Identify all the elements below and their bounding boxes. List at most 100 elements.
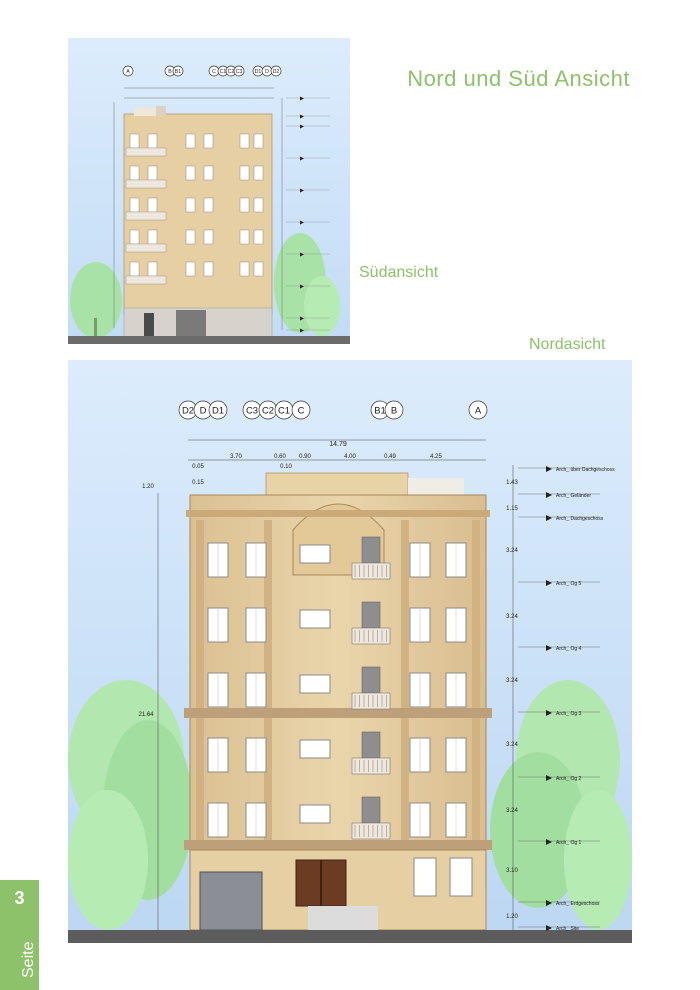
grid-axis-label: D xyxy=(265,69,269,75)
balcony-railing xyxy=(351,757,391,775)
grid-axis-label: B xyxy=(168,69,172,75)
window xyxy=(147,197,158,213)
level-label: Arch_ Og 4 xyxy=(556,646,582,652)
north-elevation-label: Nordasicht xyxy=(529,336,606,353)
dimension-value: 3.24 xyxy=(506,678,518,684)
balcony-railing xyxy=(351,627,391,645)
level-marker-icon xyxy=(300,284,304,289)
dimension-total: 14.79 xyxy=(329,441,347,448)
balcony-door xyxy=(361,601,381,629)
window xyxy=(147,229,158,245)
level-marker-icon xyxy=(546,466,552,472)
balcony-railing xyxy=(125,179,167,189)
dimension-value: 3.24 xyxy=(506,742,518,748)
south-window-grid xyxy=(125,133,264,285)
dimension-value: 1.43 xyxy=(506,480,518,486)
level-label: Arch_ über Dachgeschoss xyxy=(556,467,615,473)
grid-axis-bubble xyxy=(233,65,245,77)
window xyxy=(239,197,250,213)
page-number: 3 xyxy=(14,888,25,908)
window xyxy=(203,165,214,181)
window xyxy=(203,133,214,149)
dimension-value: 3.24 xyxy=(506,548,518,554)
level-marker-icon xyxy=(300,114,304,119)
window xyxy=(239,229,250,245)
dimension-value: 0.60 xyxy=(274,454,286,460)
page-number-tab: 3 Seite xyxy=(0,880,39,990)
window xyxy=(253,165,264,181)
window xyxy=(185,165,196,181)
balcony-railing xyxy=(351,822,391,840)
window xyxy=(203,197,214,213)
dimension-value: 4.25 xyxy=(430,454,442,460)
level-marker-icon xyxy=(300,252,304,257)
tree-icon xyxy=(490,680,632,930)
window xyxy=(147,165,158,181)
balcony-railing xyxy=(351,562,391,580)
dimension-value: 1.20 xyxy=(506,914,518,920)
dimension-value: 21.64 xyxy=(138,712,154,718)
level-marker-icon xyxy=(546,839,552,845)
dimension-value: 3.24 xyxy=(506,808,518,814)
dimension-value: 1.15 xyxy=(506,506,518,512)
window xyxy=(299,544,331,564)
window xyxy=(299,739,331,759)
dimension-value: 4.00 xyxy=(344,454,356,460)
level-marker-icon xyxy=(546,580,552,586)
grid-axis-label: C xyxy=(298,405,305,416)
balcony-door xyxy=(361,666,381,694)
balcony-door xyxy=(361,731,381,759)
window xyxy=(203,229,214,245)
grid-axis-bubble xyxy=(122,65,134,77)
dimension-value: 0.49 xyxy=(384,454,396,460)
window xyxy=(299,609,331,629)
window xyxy=(239,165,250,181)
south-elevation-label: Südansicht xyxy=(359,264,439,281)
balcony-railing xyxy=(125,243,167,253)
level-marker-icon xyxy=(300,316,304,321)
level-label: Arch_ Og 5 xyxy=(556,581,582,587)
grid-axis-label: D1 xyxy=(255,69,262,75)
grid-axis-label: B1 xyxy=(175,69,182,75)
tree-icon xyxy=(274,233,340,336)
level-label: Arch_ Og 3 xyxy=(556,711,582,717)
grid-axis-label: C xyxy=(212,69,216,75)
dimension-value: 3.10 xyxy=(506,868,518,874)
grid-axis-label: A xyxy=(475,405,482,416)
level-marker-icon xyxy=(300,188,304,193)
level-label: Arch_ Erdgeschoss xyxy=(556,901,600,907)
tree-icon xyxy=(70,262,122,340)
tree-icon xyxy=(68,680,193,930)
level-label: Arch_ Site xyxy=(556,926,579,932)
window xyxy=(129,197,140,213)
level-marker-icon xyxy=(546,515,552,521)
window xyxy=(185,197,196,213)
window xyxy=(129,165,140,181)
level-marker-icon xyxy=(300,156,304,161)
grid-axis-label: C3 xyxy=(246,405,258,416)
level-marker-icon xyxy=(300,96,304,101)
balcony-railing xyxy=(351,692,391,710)
grid-axis-label: B1 xyxy=(374,405,386,416)
dimension-value: 0.05 xyxy=(192,464,204,470)
grid-axis-bubble xyxy=(270,65,282,77)
dimension-value: 0.90 xyxy=(299,454,311,460)
dimension-value: 0.15 xyxy=(192,480,204,486)
level-marker-icon xyxy=(546,900,552,906)
grid-axis-label: A xyxy=(126,69,130,75)
grid-axis-label: C1 xyxy=(220,69,227,75)
grid-axis-label: C1 xyxy=(278,405,290,416)
window xyxy=(299,804,331,824)
grid-axis-label: D2 xyxy=(273,69,280,75)
grid-axis-label: B xyxy=(391,405,397,416)
grid-axis-bubble xyxy=(291,400,311,420)
page-word: Seite xyxy=(20,941,37,978)
level-label: Arch_ Geländer xyxy=(556,493,591,499)
balcony-door xyxy=(361,796,381,824)
window xyxy=(147,261,158,277)
window xyxy=(129,261,140,277)
